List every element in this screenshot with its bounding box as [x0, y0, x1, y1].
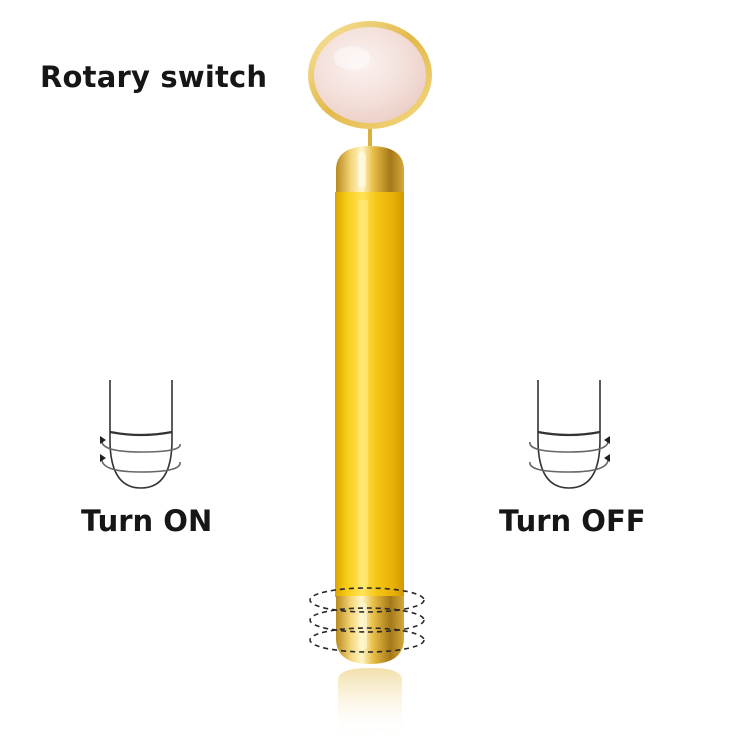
rotation-indicator-icon	[309, 587, 425, 653]
product-reflection	[338, 668, 402, 740]
turn-on-caption: Turn ON	[81, 504, 213, 538]
rose-quartz-stone	[314, 27, 426, 123]
turn-on-diagram-icon	[100, 380, 181, 489]
top-chrome-cap	[336, 146, 404, 194]
turn-off-caption: Turn OFF	[499, 504, 646, 538]
rotary-switch-title: Rotary switch	[40, 60, 268, 94]
roller-head	[308, 21, 432, 146]
bottom-chrome-cap	[336, 596, 404, 664]
gold-handle	[335, 192, 404, 597]
turn-off-diagram-icon	[529, 380, 610, 489]
